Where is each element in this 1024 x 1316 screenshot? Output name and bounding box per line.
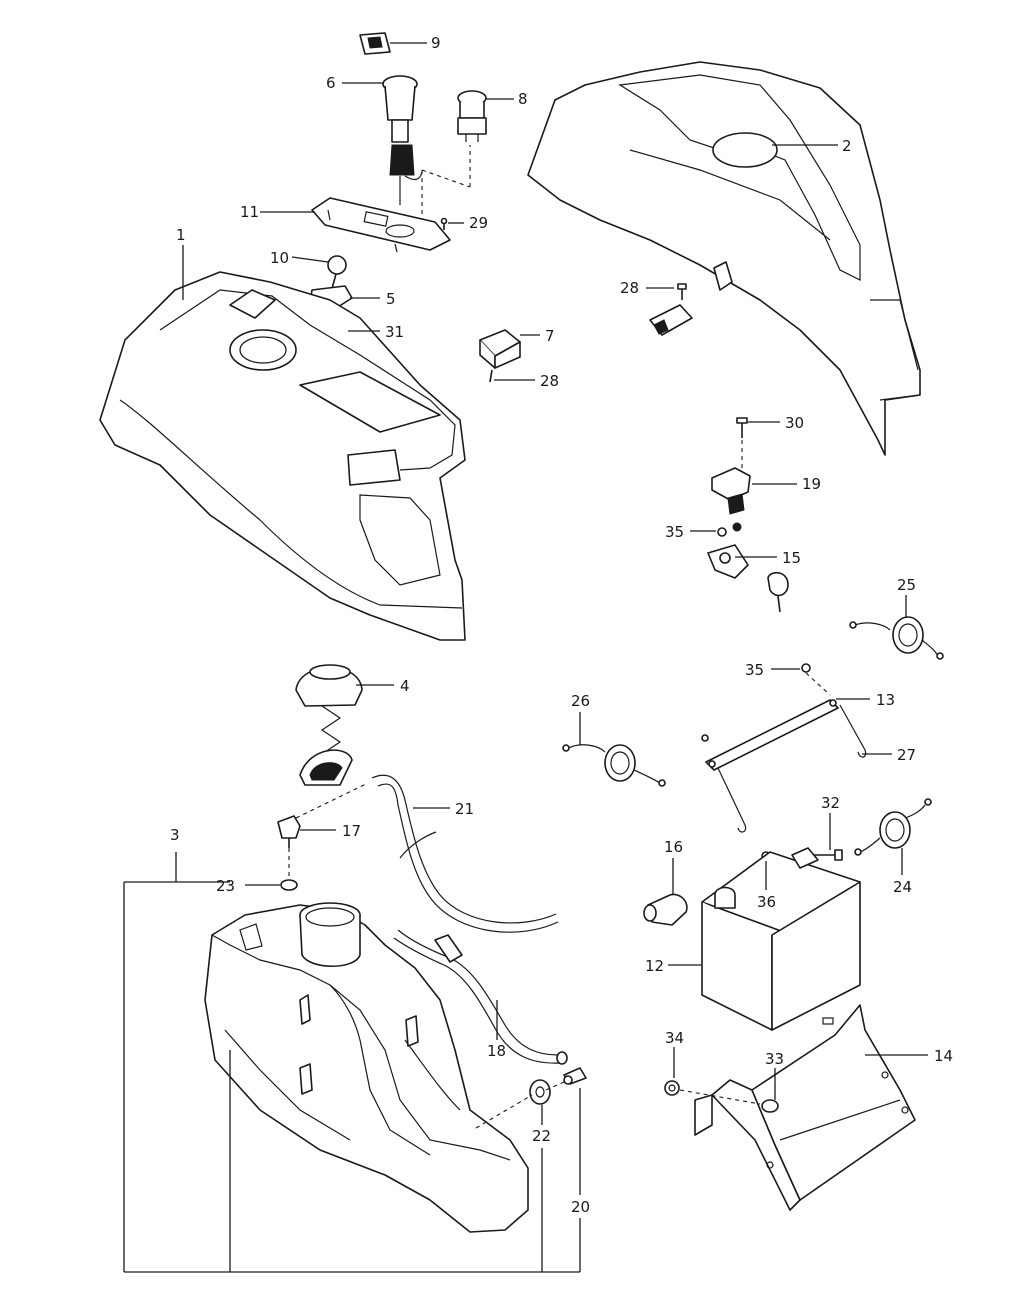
part-25-ground-cable: [849, 616, 944, 660]
callout-20: 20: [571, 1198, 590, 1216]
part-17-vent-valve: [277, 815, 301, 848]
part-8-pto-switch: [457, 90, 487, 142]
part-21-vent-hose: [371, 774, 559, 933]
callout-10: 10: [270, 249, 289, 267]
part-11-switch-panel: [311, 197, 451, 253]
callout-3: 3: [170, 826, 180, 844]
part-35-nut-lower: [801, 663, 811, 673]
callout-7: 7: [545, 327, 555, 345]
part-34-nut: [664, 1080, 680, 1096]
callout-36: 36: [757, 893, 776, 911]
leader-lines: [182, 42, 928, 1100]
callout-22: 22: [532, 1127, 551, 1145]
part-24-cable: [854, 798, 932, 856]
part-2-lower-console: [527, 61, 921, 456]
callout-33: 33: [765, 1050, 784, 1068]
part-28-screw-upper: [677, 283, 687, 300]
callout-5: 5: [386, 290, 396, 308]
part-16-terminal-boot: [643, 893, 688, 926]
callout-16: 16: [664, 838, 683, 856]
callout-labels: 9 6 8 2 11 29 1 10 5 31 28 7 28 30 19 35…: [170, 34, 953, 1216]
part-7-relay: [479, 329, 521, 383]
part-27-j-bolt: [701, 704, 867, 833]
callout-32: 32: [821, 794, 840, 812]
battery-terminal-boot-15: [767, 571, 789, 613]
callout-28-lower: 28: [540, 372, 559, 390]
part-4-fuel-cap: [295, 664, 363, 786]
part-20-fuel-fitting: [563, 1067, 587, 1085]
part-15-clamp: [707, 544, 749, 579]
callout-1: 1: [176, 226, 186, 244]
callout-19: 19: [802, 475, 821, 493]
callout-8: 8: [518, 90, 528, 108]
callout-34: 34: [665, 1029, 684, 1047]
callout-29: 29: [469, 214, 488, 232]
callout-25: 25: [897, 576, 916, 594]
part-18-fuel-hose: [393, 929, 568, 1065]
part-19-sensor: [711, 467, 751, 515]
part-22-grommet: [529, 1079, 551, 1105]
part-13-hold-down-bar: [705, 699, 839, 771]
callout-30: 30: [785, 414, 804, 432]
part-30-screw: [736, 417, 748, 438]
callout-11: 11: [240, 203, 259, 221]
callout-31: 31: [385, 323, 404, 341]
callout-35-upper: 35: [665, 523, 684, 541]
part-6-ignition-switch: [382, 75, 423, 205]
part-3-fuel-tank: [204, 902, 529, 1233]
callout-15: 15: [782, 549, 801, 567]
callout-28-upper: 28: [620, 279, 639, 297]
part-33-bolt: [761, 1099, 779, 1113]
seat-switch-upper: [649, 304, 693, 336]
callout-18: 18: [487, 1042, 506, 1060]
part-14-battery-tray: [694, 1004, 916, 1211]
callout-9: 9: [431, 34, 441, 52]
assembly-bracket-3: [123, 852, 581, 1273]
callout-17: 17: [342, 822, 361, 840]
part-9-switch-cover: [359, 32, 391, 55]
part-1-upper-console: [99, 271, 466, 641]
part-12-battery: [701, 847, 861, 1031]
callout-12: 12: [645, 957, 664, 975]
callout-21: 21: [455, 800, 474, 818]
part-35-nut-upper: [717, 522, 742, 537]
callout-23: 23: [216, 877, 235, 895]
callout-4: 4: [400, 677, 410, 695]
callout-13: 13: [876, 691, 895, 709]
callout-26: 26: [571, 692, 590, 710]
part-29-screw: [440, 217, 448, 230]
callout-35-lower: 35: [745, 661, 764, 679]
callout-14: 14: [934, 1047, 953, 1065]
callout-24: 24: [893, 878, 912, 896]
part-26-positive-cable: [562, 744, 666, 787]
callout-2: 2: [842, 137, 852, 155]
callout-27: 27: [897, 746, 916, 764]
callout-6: 6: [326, 74, 336, 92]
part-23-grommet: [280, 879, 298, 891]
